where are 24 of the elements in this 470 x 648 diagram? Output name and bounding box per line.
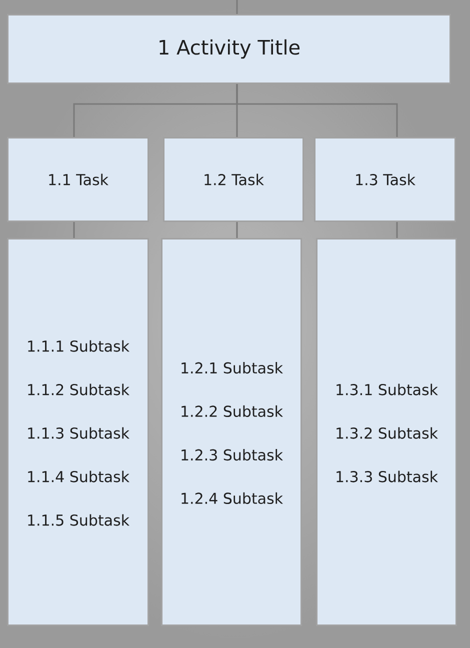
subtask-text: 1.2.2 Subtask [182, 405, 283, 418]
column-box [7, 238, 149, 626]
connector-line [236, 0, 238, 14]
connector-line [396, 222, 398, 238]
column-box [161, 238, 302, 626]
subtask-text: 1.2.3 Subtask [182, 449, 283, 461]
connector-line [73, 222, 75, 238]
subtask-text: 1.2.4 Subtask [182, 492, 283, 504]
subtask-text: 1.1.2 Subtask [28, 384, 130, 396]
subtask-text: 1.2.1 Subtask [182, 362, 283, 374]
task-box: 1.3 Task [314, 137, 456, 222]
title-box: 1 Activity Title [7, 14, 451, 84]
subtask-text: 1.1.5 Subtask [28, 514, 130, 526]
connector-line [236, 84, 398, 137]
connector-line [236, 222, 238, 238]
subtask-text: 1.1.4 Subtask [28, 470, 130, 482]
column-box [316, 238, 457, 626]
task-box: 1.1 Task [7, 137, 149, 222]
subtask-text: 1.1.1 Subtask [28, 340, 130, 352]
subtask-text: 1.1.3 Subtask [28, 427, 130, 439]
subtask-text: 1.3.2 Subtask [336, 427, 438, 439]
subtask-text: 1.3.1 Subtask [336, 384, 438, 396]
task-box: 1.2 Task [163, 137, 304, 222]
subtask-text: 1.3.3 Subtask [336, 470, 438, 482]
